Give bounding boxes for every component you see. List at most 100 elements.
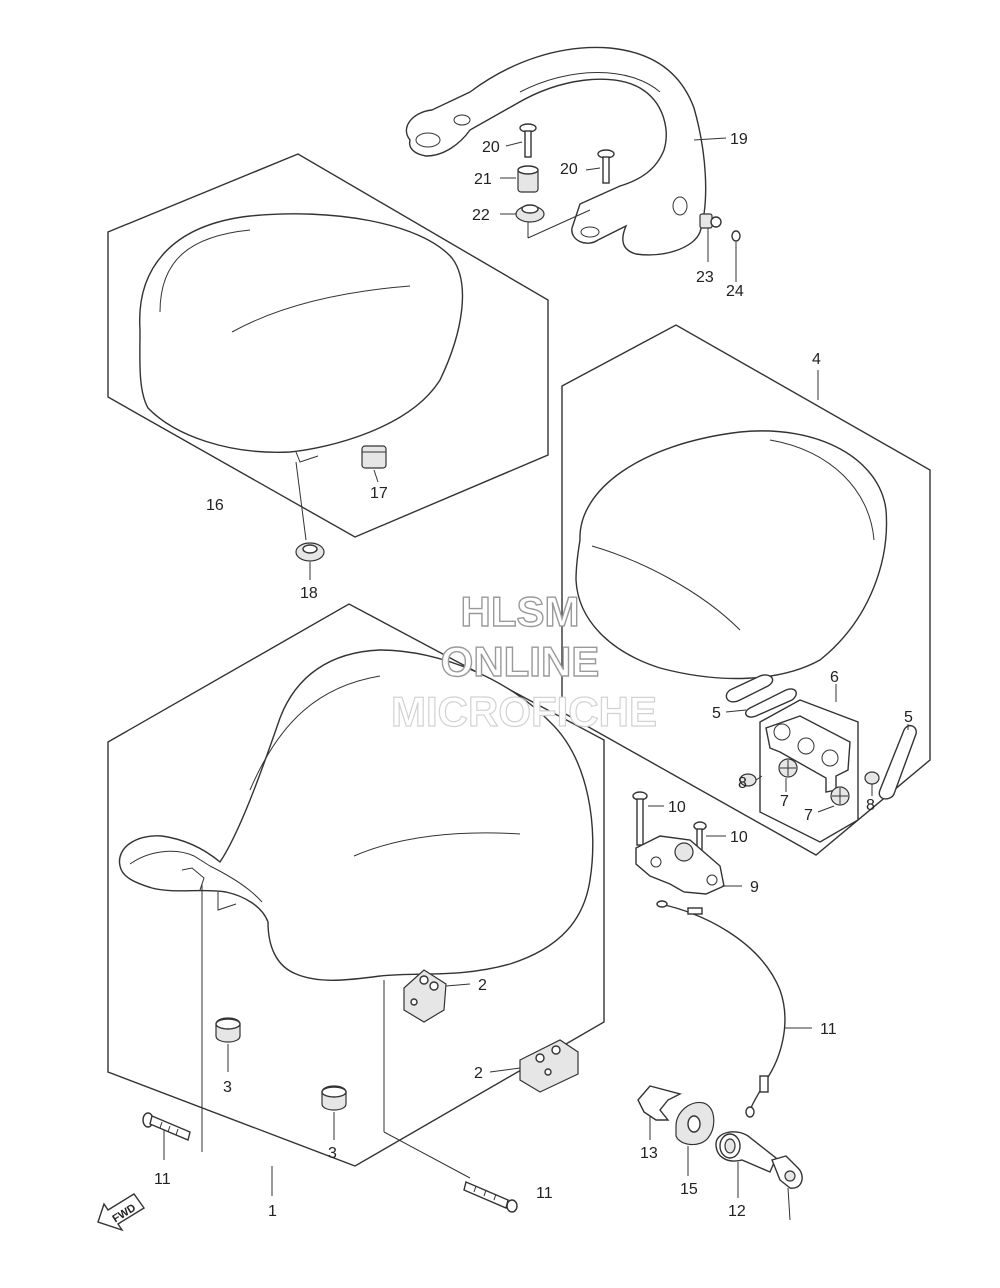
callout-7-upper: 7 — [780, 793, 789, 810]
callout-17: 17 — [370, 485, 388, 502]
seat-lock-assembly — [635, 835, 725, 895]
callout-20-left: 20 — [482, 139, 500, 156]
bracket-hole-1 — [773, 723, 791, 741]
callout-1: 1 — [268, 1203, 277, 1220]
seat-lock-group — [632, 791, 812, 1221]
seat-lock-hole-1 — [650, 856, 662, 868]
callout-16: 16 — [206, 497, 224, 514]
callout-5-right: 5 — [904, 709, 913, 726]
front-seat-group-outline — [107, 603, 605, 1167]
cushion-22 — [515, 204, 545, 223]
front-seat-cushion — [118, 649, 594, 981]
damper-2-lower — [519, 1039, 579, 1093]
front-seat-group — [107, 603, 605, 1213]
rear-seat-cushion — [139, 213, 464, 454]
bracket-6-outline — [759, 699, 859, 843]
cushion-3-upper — [215, 1017, 241, 1043]
leader-5a — [725, 709, 747, 713]
callout-3-upper: 3 — [223, 1079, 232, 1096]
leader-8a — [755, 775, 763, 781]
callout-labels: 1 2 2 3 3 4 5 5 6 7 7 8 8 9 10 10 11 11 … — [154, 131, 913, 1220]
callout-15: 15 — [680, 1181, 698, 1198]
callout-23: 23 — [696, 269, 714, 286]
front-seat-contour-2 — [249, 675, 381, 791]
damper-2-upper — [403, 969, 447, 1023]
bolt-11-left — [142, 1112, 191, 1141]
callout-6: 6 — [830, 669, 839, 686]
cushion-3-lower — [321, 1085, 347, 1111]
watermark-line-2: ONLINE — [441, 638, 600, 685]
front-seat-hook — [217, 892, 237, 911]
front-seat-contour — [353, 832, 521, 857]
grab-rail-hole-mid — [453, 114, 471, 126]
grab-rail-hole-side — [672, 196, 688, 216]
callout-8-right: 8 — [866, 797, 875, 814]
grab-rail-group — [405, 46, 741, 282]
callout-8-left: 8 — [738, 775, 747, 792]
leader-20a — [505, 141, 523, 147]
rear-seat-leader — [295, 461, 307, 541]
leader-19 — [693, 137, 727, 141]
rear-seat-group — [107, 153, 549, 580]
passenger-seat-contour — [591, 545, 741, 631]
callout-13: 13 — [640, 1145, 658, 1162]
bracket-hole-3 — [821, 749, 839, 767]
passenger-seat-contour-2 — [769, 439, 875, 541]
bolt-20-left — [519, 123, 537, 158]
cable-fitting-lower — [759, 1075, 769, 1093]
passenger-seat-group — [561, 324, 931, 856]
seat-lock-spring — [674, 842, 694, 862]
rear-seat-hook — [295, 451, 319, 463]
callout-12: 12 — [728, 1203, 746, 1220]
front-seat-handle-groove — [129, 850, 263, 903]
callout-9: 9 — [750, 879, 759, 896]
rear-seat-contour-2 — [231, 285, 411, 333]
callout-10-lower: 10 — [730, 829, 748, 846]
callout-4: 4 — [812, 351, 821, 368]
fwd-arrow-shape — [97, 1193, 146, 1232]
rubber-5-right — [878, 724, 917, 800]
callout-18: 18 — [300, 585, 318, 602]
leader-22-rail — [527, 209, 591, 239]
callout-7-lower: 7 — [804, 807, 813, 824]
watermark-line-3: MICROFICHE — [391, 688, 657, 735]
callout-11-left: 11 — [154, 1171, 171, 1188]
nut-8-right — [864, 771, 880, 785]
callout-21: 21 — [474, 171, 492, 188]
collar-21 — [517, 165, 539, 193]
passenger-seat-group-outline — [561, 324, 931, 856]
callout-2-upper: 2 — [478, 977, 487, 994]
bolt-7-lower — [830, 786, 850, 806]
watermark: HLSM ONLINE MICROFICHE — [390, 587, 657, 735]
clip-13 — [637, 1085, 682, 1121]
part-18-grommet — [295, 542, 325, 562]
callout-20-right: 20 — [560, 161, 578, 178]
grab-rail-hole-front — [415, 132, 441, 148]
part-17-block — [361, 445, 387, 469]
cable-end-upper — [656, 900, 668, 908]
bolt-7-upper — [778, 758, 798, 778]
rubber-5-left — [725, 674, 797, 718]
callout-2-lower: 2 — [474, 1065, 483, 1082]
seat-lock-hole-2 — [706, 874, 718, 886]
cable-end-lower — [745, 1106, 755, 1118]
callout-11-cable: 11 — [820, 1021, 837, 1038]
fwd-arrow: FWD — [97, 1193, 146, 1232]
bolt-11-lower — [463, 1181, 518, 1213]
leader-20b — [585, 167, 601, 171]
grab-rail-hole-rear — [580, 226, 600, 238]
watermark-line-1: HLSM — [461, 588, 580, 635]
passenger-seat-cushion — [575, 430, 888, 680]
callout-19: 19 — [730, 131, 748, 148]
bolt-20-right — [597, 149, 615, 184]
callout-22: 22 — [472, 207, 490, 224]
clip-24 — [731, 230, 741, 242]
callout-11-lower: 11 — [536, 1185, 553, 1202]
grab-rail-highlight — [519, 72, 661, 93]
key — [771, 1155, 803, 1221]
bolt-10-left — [632, 791, 648, 846]
cable-fitting-upper — [687, 907, 703, 915]
callout-3-lower: 3 — [328, 1145, 337, 1162]
